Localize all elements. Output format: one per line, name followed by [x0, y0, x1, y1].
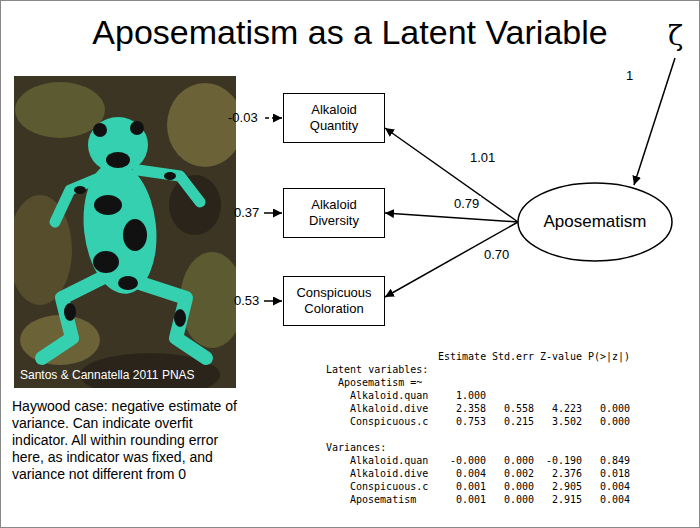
table-cell: 0.753: [456, 416, 486, 428]
indicator-box: Alkaloid Diversity: [283, 188, 385, 238]
moss-patch: [15, 82, 105, 138]
photo-credit: Santos & Cannatella 2011 PNAS: [20, 368, 195, 382]
residual-variance: 0.53: [234, 293, 259, 308]
node-label: Alkaloid Quantity: [290, 102, 378, 135]
node-label: Alkaloid Diversity: [290, 197, 378, 230]
table-cell: 0.000: [600, 403, 630, 415]
indicator-box: Conspicuous Coloration: [283, 276, 385, 326]
table-cell: 0.004: [456, 468, 486, 480]
table-cell: Std.err: [492, 351, 534, 363]
path-coefficient: 1.01: [468, 150, 497, 165]
frog-spot: [118, 276, 138, 290]
soil-patch: [169, 175, 221, 235]
table-cell: 0.000: [600, 416, 630, 428]
frog-head: [88, 117, 148, 173]
residual-arrow: [264, 300, 282, 302]
table-cell: Conspicuous.c: [350, 481, 428, 493]
frog-photo: [14, 76, 236, 388]
latent-ellipse: Aposematism: [517, 182, 673, 262]
table-cell: -0.000: [450, 455, 486, 467]
table-cell: Latent variables:: [326, 364, 428, 376]
table-cell: 0.001: [456, 494, 486, 506]
frog-spot: [174, 309, 186, 327]
table-cell: 0.000: [504, 494, 534, 506]
residual-variance: 0.37: [234, 205, 259, 220]
table-cell: 3.502: [552, 416, 582, 428]
frog-spot: [94, 195, 122, 215]
table-cell: 0.001: [456, 481, 486, 493]
table-cell: 1.000: [456, 390, 486, 402]
table-cell: 0.000: [504, 481, 534, 493]
table-cell: Aposematism: [350, 494, 416, 506]
frog-spot: [74, 186, 86, 194]
table-cell: Alkaloid.dive: [350, 403, 428, 415]
table-cell: Variances:: [326, 442, 386, 454]
table-cell: 4.223: [552, 403, 582, 415]
frog-leg: [140, 283, 206, 358]
table-cell: 0.002: [504, 468, 534, 480]
ellipse-shape: [518, 183, 672, 261]
frog-spot: [93, 251, 119, 273]
loading-arrow: [385, 213, 518, 222]
frog-spot: [164, 172, 176, 180]
disturbance-arrow: [634, 58, 675, 185]
frog-toe: [50, 217, 60, 227]
table-cell: 2.905: [552, 481, 582, 493]
node-label: Conspicuous Coloration: [290, 285, 378, 318]
frog-toe: [195, 197, 205, 207]
residual-variance: -0.03: [228, 110, 258, 125]
table-cell: P(>|z|): [588, 351, 630, 363]
table-cell: Alkaloid.quan: [350, 455, 428, 467]
table-cell: 2.915: [552, 494, 582, 506]
indicator-box: Alkaloid Quantity: [283, 93, 385, 143]
table-cell: 0.849: [600, 455, 630, 467]
table-cell: Estimate: [438, 351, 486, 363]
table-cell: Conspicuous.c: [350, 416, 428, 428]
table-cell: 0.018: [600, 468, 630, 480]
frog-toe: [36, 352, 48, 364]
table-cell: -0.190: [546, 455, 582, 467]
table-cell: Alkaloid.quan: [350, 390, 428, 402]
note-text: Haywood case: negative estimate of varia…: [12, 398, 248, 483]
frog-spot: [123, 219, 147, 251]
table-cell: 0.558: [504, 403, 534, 415]
frog-leg: [42, 278, 102, 358]
residual-arrow: [264, 212, 282, 214]
table-cell: Alkaloid.dive: [350, 468, 428, 480]
table-cell: 0.004: [600, 481, 630, 493]
table-cell: Aposematism =~: [338, 377, 422, 389]
frog-toe: [200, 352, 212, 364]
node-label: Aposematism: [544, 212, 647, 232]
path-coefficient: 0.79: [452, 196, 481, 211]
moss-patch: [167, 83, 236, 167]
frog-body: [77, 159, 162, 298]
disturbance-symbol: ζ: [668, 20, 683, 52]
frog-spot: [106, 152, 130, 168]
frog-spot: [64, 303, 76, 321]
loading-arrow: [385, 222, 518, 297]
frog-eye: [93, 123, 107, 137]
slide-title: Aposematism as a Latent Variable: [0, 12, 700, 52]
path-coefficient: 1: [626, 68, 633, 83]
loading-arrow: [385, 128, 518, 222]
path-coefficient: 0.70: [482, 247, 511, 262]
residual-arrow: [265, 117, 282, 119]
table-cell: 0.000: [504, 455, 534, 467]
frog-eye: [130, 121, 144, 135]
table-cell: 2.376: [552, 468, 582, 480]
table-cell: Z-value: [540, 351, 582, 363]
table-cell: 0.215: [504, 416, 534, 428]
table-cell: 0.004: [600, 494, 630, 506]
table-cell: 2.358: [456, 403, 486, 415]
